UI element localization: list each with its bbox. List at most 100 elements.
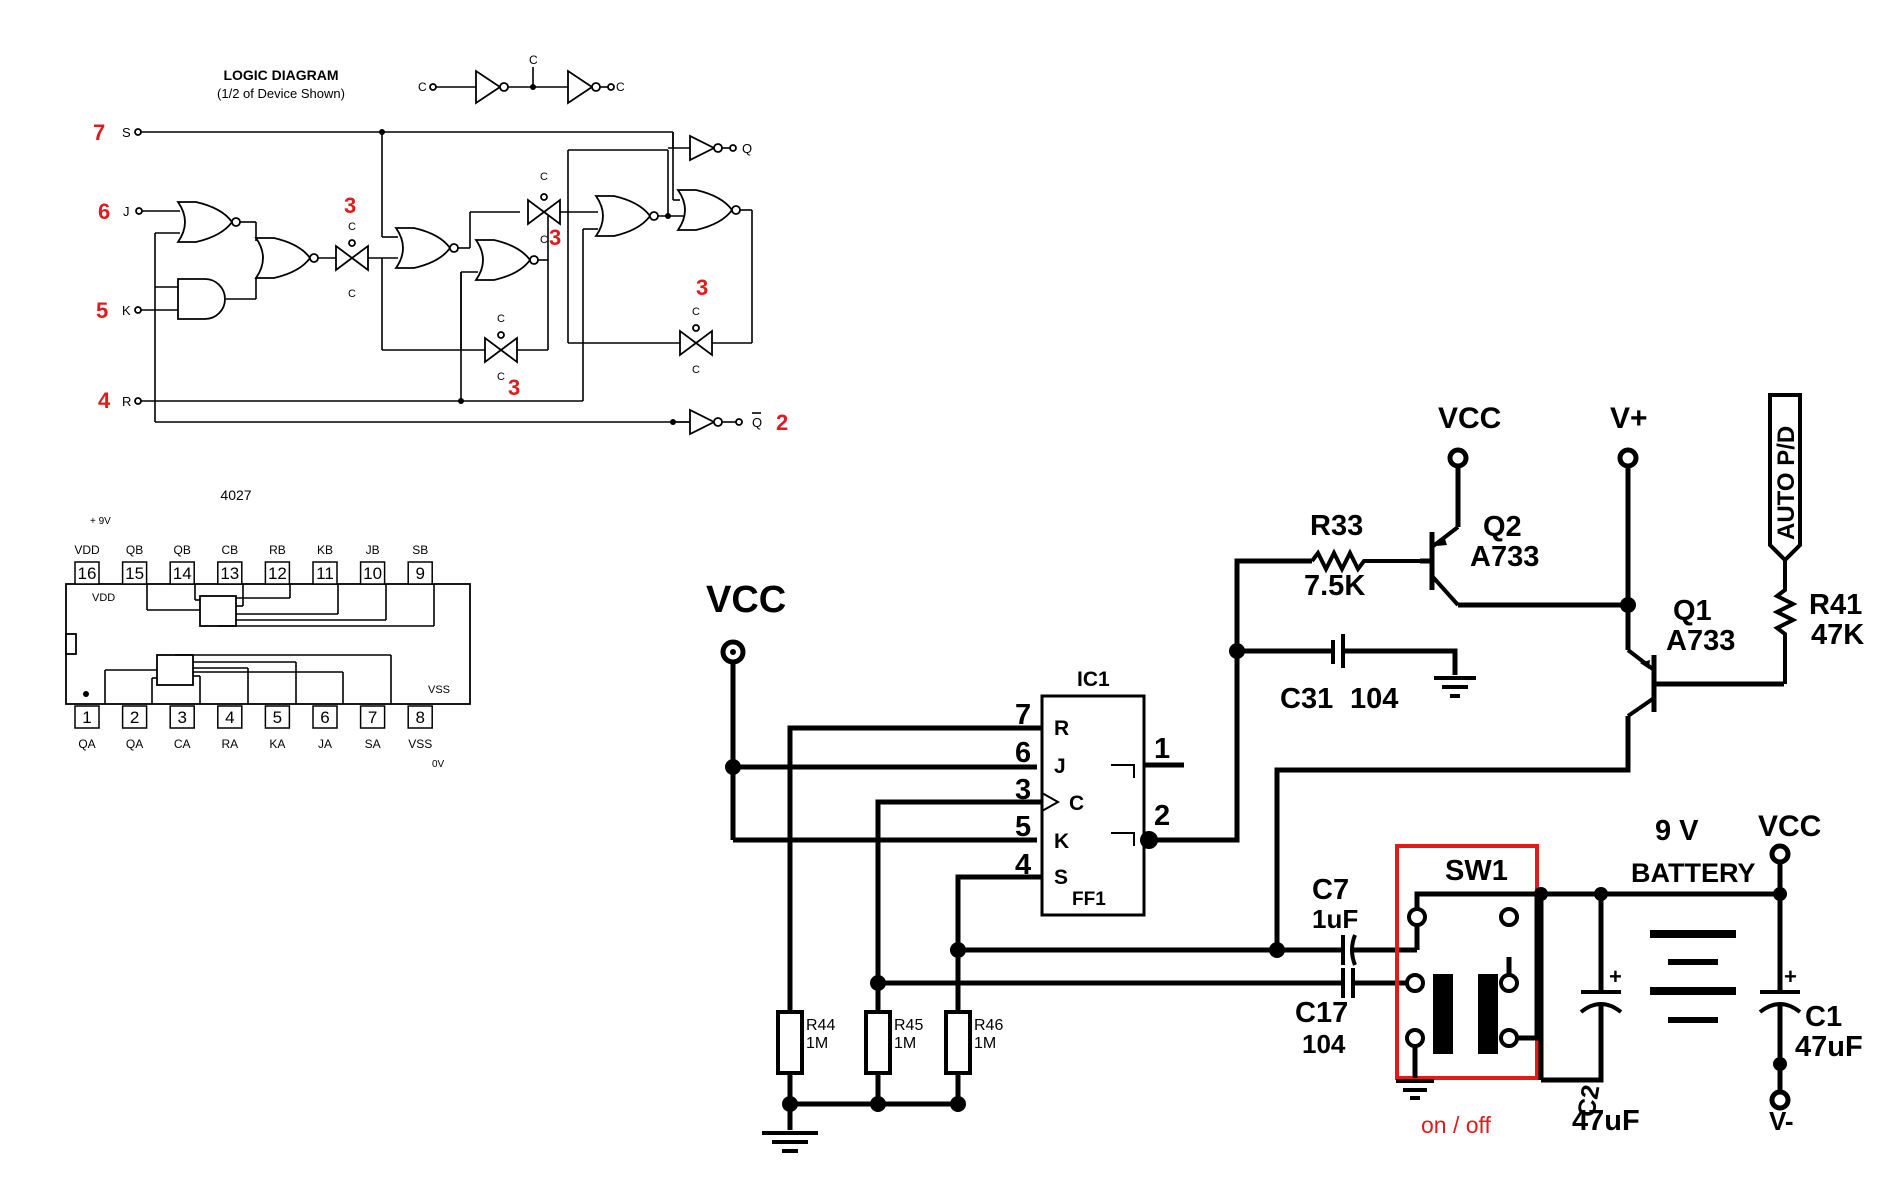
tgate-a-number: 3 — [344, 193, 356, 218]
tgate-c-label-bottom: C — [540, 234, 548, 246]
chip-ff-a — [156, 654, 194, 686]
r45-resistor: R45 1M — [864, 1010, 923, 1075]
chip-top-pin-number: 15 — [125, 564, 144, 583]
sw1-slider-left — [1433, 974, 1453, 1054]
pin-name-j: J — [123, 204, 130, 219]
chip-top-pin-box — [74, 561, 100, 585]
ic1-sub: FF1 — [1072, 889, 1106, 910]
sw1-switch[interactable]: SW1 — [1395, 844, 1541, 1100]
chip-bottom-pin-box — [74, 705, 100, 729]
pin-name-r: R — [122, 394, 131, 409]
battery-label: BATTERY — [1631, 858, 1756, 888]
chip-top-pin-name: VDD — [74, 543, 100, 557]
transmission-gate-a: 3 C C — [335, 193, 369, 300]
ic1-name: IC1 — [1077, 668, 1110, 691]
chip-bottom-pin-box — [121, 705, 148, 729]
vplus-label: V+ — [1610, 402, 1648, 435]
chip-bottom-pin-box — [407, 705, 433, 729]
q1-name: Q1 — [1673, 595, 1712, 627]
logic-diagram-title: LOGIC DIAGRAM — [223, 67, 338, 83]
c1-value: 47uF — [1795, 1031, 1863, 1063]
chip-top-pin-name: QB — [174, 543, 191, 557]
c17-capacitor: C17 104 — [1295, 968, 1415, 1059]
pin-name-qbar: Q — [752, 415, 762, 430]
r33-name: R33 — [1310, 510, 1363, 542]
chip-4027-supply: + 9V — [90, 516, 111, 527]
c17-value: 104 — [1302, 1029, 1346, 1059]
chip-bottom-pin-name: SA — [365, 737, 381, 751]
chip-top-pin-box — [407, 561, 433, 585]
vcc-q2-label: VCC — [1438, 402, 1501, 435]
battery-voltage: 9 V — [1655, 815, 1699, 847]
chip-4027-vss-inner: VSS — [428, 684, 450, 696]
chip-4027-vdd-inner: VDD — [92, 592, 115, 604]
c31-value: 104 — [1350, 683, 1398, 715]
chip-bottom-pin-name: VSS — [408, 737, 432, 751]
chip-4027-body — [65, 583, 471, 705]
chip-top-pin-number: 10 — [363, 564, 382, 583]
r33-resistor: R33 7.5K — [1304, 510, 1420, 602]
chip-bottom-pin-number: 8 — [415, 708, 424, 727]
chip-bottom-pin-box — [312, 705, 338, 729]
tgate-d-label-top: C — [692, 306, 700, 318]
c2-value: 47uF — [1572, 1105, 1640, 1137]
vcc-battery-label: VCC — [1758, 810, 1821, 843]
chip-bottom-pin-name: KA — [269, 737, 285, 751]
sw1-note: on / off — [1421, 1112, 1492, 1138]
chip-bottom-pin-name: CA — [174, 737, 191, 751]
c7-capacitor: C7 1uF — [1312, 874, 1417, 966]
chip-bottom-pin-box — [217, 705, 243, 729]
c2-capacitor: + C2 47uF — [1541, 894, 1640, 1137]
transmission-gate-b: C C 3 — [460, 272, 520, 400]
chip-top-pin-box — [359, 561, 386, 585]
ic1-pin-r-name: R — [1054, 717, 1069, 740]
r33-value: 7.5K — [1304, 570, 1365, 602]
chip-bottom-pin-name: QA — [126, 737, 143, 751]
pin-number-qbar: 2 — [776, 410, 788, 435]
chip-top-pin-box — [169, 561, 195, 585]
q1-transistor: Q1 A733 — [1274, 595, 1784, 950]
q1-type: A733 — [1666, 625, 1735, 657]
transmission-gate-c: C C 3 — [527, 171, 561, 250]
tgate-d-label-bottom: C — [692, 364, 700, 376]
q2-name: Q2 — [1483, 511, 1522, 543]
ic1-pin-s-num: 4 — [1015, 849, 1031, 881]
ic1-pin-j-name: J — [1054, 755, 1066, 778]
clock-mid-label: C — [529, 53, 538, 67]
r41-name: R41 — [1809, 589, 1862, 621]
q2-transistor: VCC Q2 A733 — [1420, 402, 1628, 608]
r45-value: 1M — [894, 1035, 916, 1052]
vminus-label: V- — [1769, 1106, 1794, 1136]
chip-bottom-pin-number: 2 — [130, 708, 139, 727]
q2-type: A733 — [1470, 541, 1539, 573]
c1-name: C1 — [1805, 1001, 1842, 1033]
r44-value: 1M — [806, 1035, 828, 1052]
r46-value: 1M — [974, 1035, 996, 1052]
auto-pd-terminal: AUTO P/D — [1768, 393, 1802, 563]
tgate-c-label-top: C — [540, 171, 548, 183]
ic1-pin-k-num: 5 — [1015, 811, 1031, 843]
c1-plus: + — [1784, 964, 1797, 989]
chip-ff-b — [199, 595, 237, 627]
c31-capacitor: C31 104 — [1280, 634, 1476, 715]
sw1-slider-right — [1478, 974, 1498, 1054]
tgate-c-number: 3 — [549, 225, 561, 250]
chip-bottom-pin-number: 5 — [273, 708, 282, 727]
c1-capacitor: + C1 47uF — [1758, 964, 1863, 1092]
chip-4027-notch — [65, 633, 77, 655]
ic1-pin-c-num: 3 — [1015, 774, 1031, 806]
chip-top-pin-name: KB — [317, 543, 333, 557]
chip-bottom-pin-box — [264, 705, 291, 729]
c31-name: C31 — [1280, 683, 1333, 715]
ic1-out2-num: 2 — [1154, 800, 1170, 832]
chip-top-pin-number: 13 — [220, 564, 239, 583]
tgate-b-label-top: C — [497, 313, 505, 325]
chip-top-pin-number: 12 — [268, 564, 287, 583]
chip-top-pin-number: 14 — [173, 564, 192, 583]
battery: 9 V BATTERY — [1631, 815, 1756, 1023]
ground-symbol — [762, 1131, 818, 1153]
c2-plus: + — [1609, 964, 1622, 989]
r46-resistor: R46 1M — [944, 1010, 1003, 1075]
pin-name-s: S — [122, 125, 131, 140]
